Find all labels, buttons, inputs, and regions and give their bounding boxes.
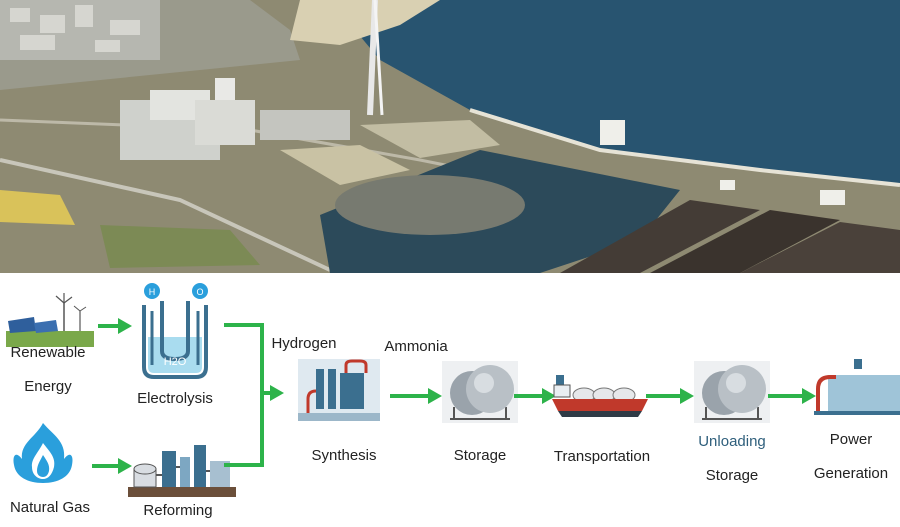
unloading-label-line2: Storage bbox=[705, 467, 759, 484]
arrow-synthesis-to-storage bbox=[390, 387, 442, 405]
arrow-renewable-to-electrolysis bbox=[98, 317, 132, 335]
ammonia-label: Ammonia bbox=[384, 338, 448, 355]
power-label-line1: Power bbox=[829, 431, 873, 448]
electrolysis-formula: H2O bbox=[163, 356, 187, 368]
natural-gas-flame-icon bbox=[8, 421, 78, 485]
synthesis-plant-icon bbox=[298, 359, 380, 421]
renewable-energy-label-line2: Energy bbox=[24, 378, 72, 395]
aerial-photo bbox=[0, 0, 900, 273]
svg-text:O: O bbox=[196, 287, 203, 297]
arrow-transport-to-unloading bbox=[646, 387, 694, 405]
unloading-label-line1: Unloading bbox=[698, 433, 766, 450]
electrolysis-label: Electrolysis bbox=[137, 390, 213, 407]
reforming-label: Reforming bbox=[143, 502, 213, 519]
storage-tank-icon bbox=[442, 361, 518, 423]
tanker-ship-icon bbox=[552, 373, 648, 419]
arrow-naturalgas-to-reforming bbox=[92, 457, 132, 475]
renewable-energy-label-line1: Renewable bbox=[10, 344, 86, 361]
storage-label: Storage bbox=[453, 447, 507, 464]
unloading-storage-tank-icon bbox=[694, 361, 770, 423]
synthesis-label: Synthesis bbox=[311, 447, 377, 464]
arrow-unloading-to-power bbox=[768, 387, 816, 405]
power-plant-icon bbox=[814, 359, 900, 415]
transportation-label: Transportation bbox=[553, 448, 651, 465]
power-label-line2: Generation bbox=[813, 465, 889, 482]
arrow-storage-to-transport bbox=[514, 387, 556, 405]
natural-gas-label: Natural Gas bbox=[9, 499, 91, 516]
reforming-plant-icon bbox=[128, 443, 236, 499]
svg-text:H: H bbox=[149, 287, 156, 297]
renewable-energy-icon bbox=[6, 293, 94, 349]
process-flow-diagram: Renewable Energy Natural Gas H O H2O Ele… bbox=[0, 273, 900, 527]
electrolysis-cell-icon: H O bbox=[138, 281, 212, 381]
merge-connector bbox=[224, 321, 284, 471]
hydrogen-label: Hydrogen bbox=[271, 335, 337, 352]
